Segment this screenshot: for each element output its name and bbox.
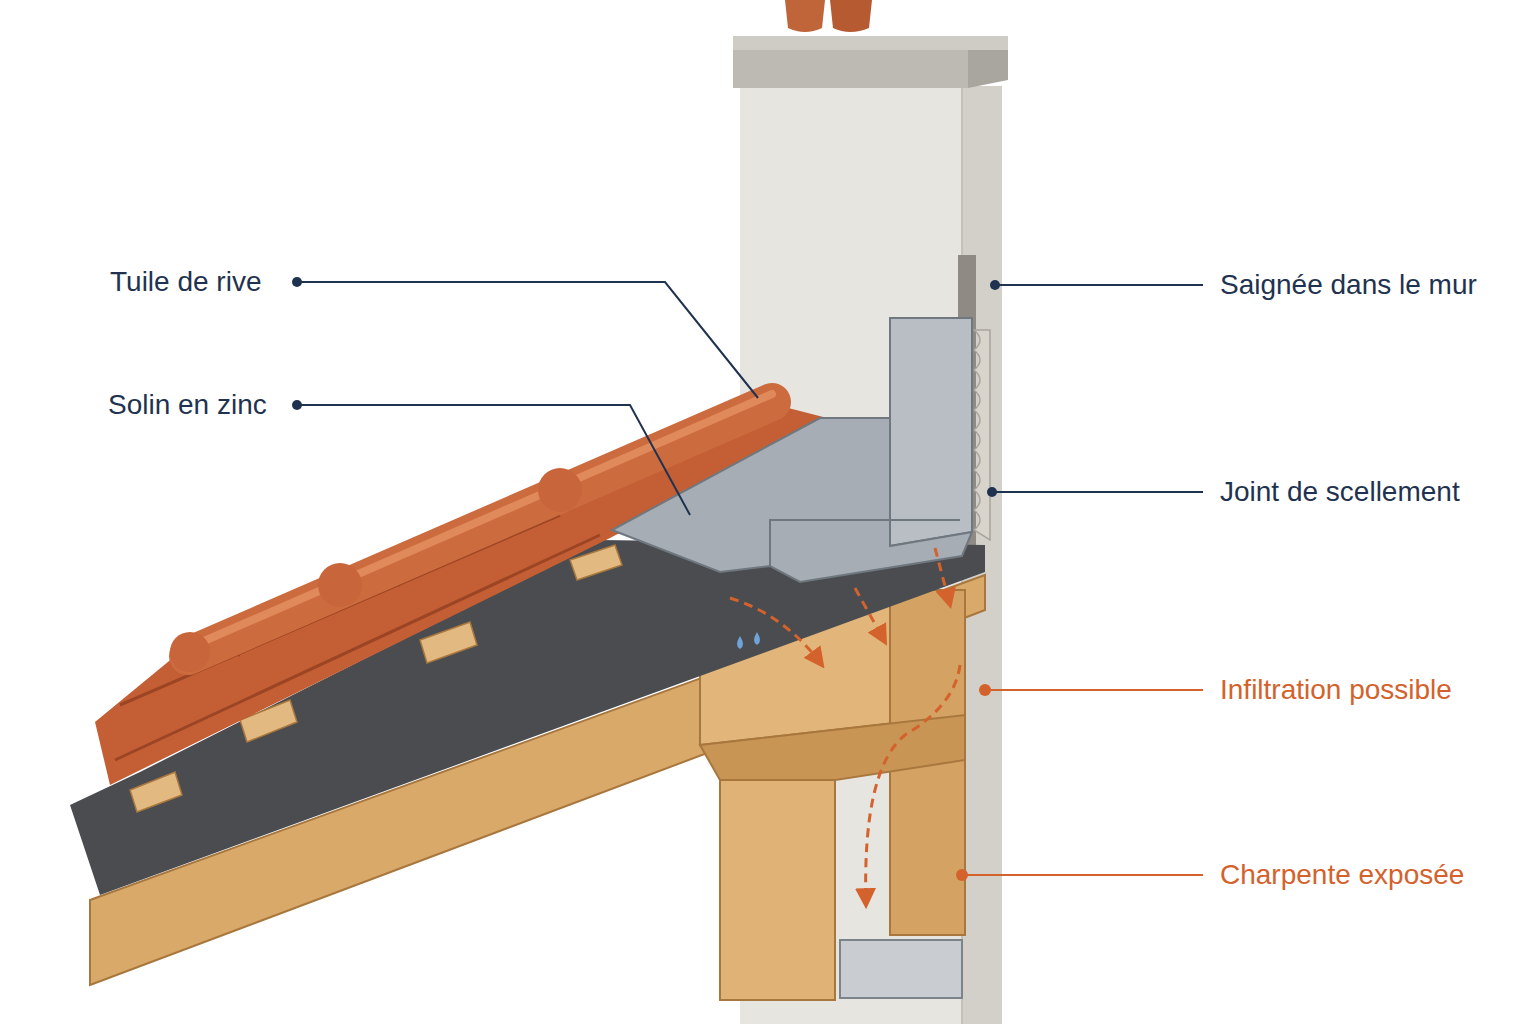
leader-lines — [297, 282, 1203, 875]
leader-dots — [292, 277, 1000, 881]
callout-label: Charpente exposée — [1218, 858, 1466, 892]
callout-label: Infiltration possible — [1218, 673, 1454, 707]
infiltration-arrows — [730, 548, 960, 905]
water-drops — [737, 632, 760, 649]
zinc-flashing — [612, 318, 972, 582]
chimney-pots — [785, 0, 872, 32]
callout-label: Joint de scellement — [1218, 475, 1462, 509]
callout-label: Saignée dans le mur — [1218, 268, 1479, 302]
callout-label: Solin en zinc — [106, 388, 269, 422]
callout-label: Tuile de rive — [108, 265, 263, 299]
roof-tiles — [95, 394, 835, 785]
